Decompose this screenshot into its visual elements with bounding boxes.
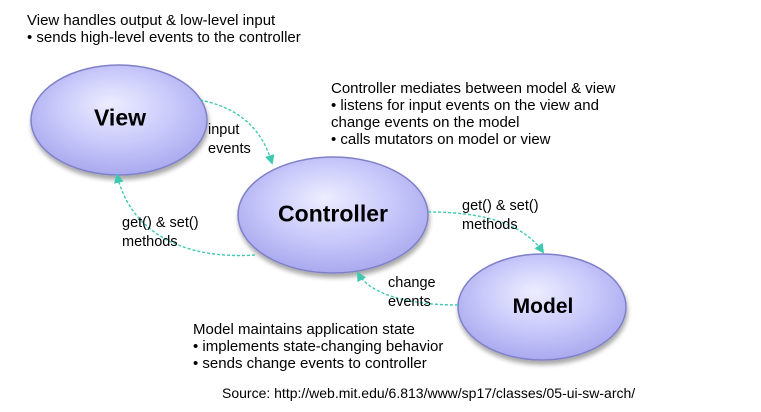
model-note-line: Model maintains application state: [193, 321, 415, 338]
controller-node: [237, 156, 429, 274]
edge-label-line: methods: [122, 234, 178, 250]
model-note: Model maintains application state • impl…: [193, 321, 443, 372]
edge-label-line: events: [208, 141, 251, 157]
edge-label-line: change: [388, 275, 436, 291]
model-node: [457, 253, 627, 361]
controller-to-view-arrow: [114, 173, 256, 257]
controller-node-label: Controller: [278, 200, 388, 227]
controller-to-view-label: get() & set() methods: [122, 214, 199, 252]
edge-label-line: get() & set(): [122, 215, 199, 231]
model-note-line: • implements state-changing behavior: [193, 338, 444, 355]
view-note: View handles output & low-level input • …: [27, 12, 301, 46]
controller-note-line: • calls mutators on model or view: [331, 131, 551, 148]
view-node-label: View: [94, 104, 146, 131]
controller-note: Controller mediates between model & view…: [331, 80, 615, 148]
controller-to-model-arrow: [427, 211, 545, 254]
view-to-controller-label: input events: [208, 121, 251, 159]
controller-to-model-label: get() & set() methods: [462, 197, 539, 235]
edge-label-line: get() & set(): [462, 198, 539, 214]
edge-label-line: input: [208, 122, 240, 138]
controller-note-line: Controller mediates between model & view: [331, 80, 616, 97]
controller-note-line: change events on the model: [331, 114, 520, 131]
edge-label-line: events: [388, 294, 431, 310]
model-note-line: • sends change events to controller: [193, 355, 427, 372]
view-note-line: • sends high-level events to the control…: [27, 29, 301, 46]
source-citation: Source: http://web.mit.edu/6.813/www/sp1…: [222, 385, 636, 401]
view-note-line: View handles output & low-level input: [27, 12, 276, 29]
view-to-controller-arrow: [199, 99, 275, 165]
model-node-label: Model: [512, 295, 574, 318]
model-to-controller-label: change events: [388, 274, 436, 312]
controller-note-line: • listens for input events on the view a…: [331, 97, 599, 114]
model-to-controller-arrow: [357, 271, 459, 306]
edge-label-line: methods: [462, 217, 518, 233]
